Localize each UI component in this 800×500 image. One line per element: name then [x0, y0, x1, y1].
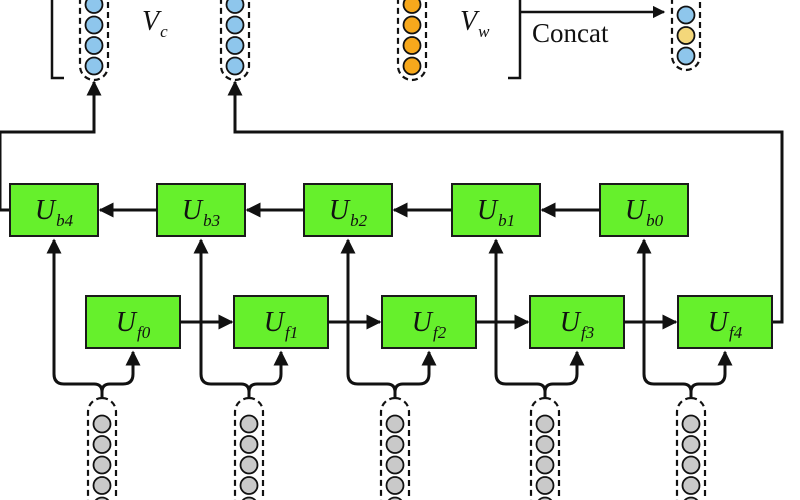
- forward-unit-f0: Uf0: [85, 295, 181, 349]
- svg-text:Vc: Vc: [142, 6, 168, 41]
- ub4-to-vc-wire: [0, 80, 102, 212]
- forward-unit-f1-label: Uf1: [264, 307, 298, 342]
- vector-cell: [84, 56, 104, 76]
- backward-unit-b1-label: Ub1: [477, 195, 515, 230]
- backward-unit-b2-label: Ub2: [329, 195, 368, 230]
- vector-cell: [239, 476, 259, 495]
- vector-cell: [239, 435, 259, 454]
- vector-cell: [387, 496, 403, 500]
- vector-cell: [537, 496, 553, 500]
- vector-cell: [84, 0, 104, 14]
- vector-cell: [225, 36, 245, 55]
- vector-cell: [84, 36, 104, 55]
- backward-unit-b0-label: Ub0: [625, 195, 664, 230]
- vector-cell: [676, 26, 696, 45]
- vector-cell: [402, 36, 422, 55]
- forward-unit-f2-label: Uf2: [412, 307, 447, 342]
- backward-unit-b0: Ub0: [599, 183, 689, 237]
- vw-label: Vw: [460, 6, 490, 41]
- vector-cell: [84, 15, 104, 35]
- vector-cell: [676, 5, 696, 25]
- vector-cell: [385, 476, 405, 495]
- backward-unit-b3-label: Ub3: [182, 195, 220, 230]
- vc-label: Vc: [142, 6, 168, 41]
- input-to-forward-wire: [100, 350, 141, 393]
- vector-cell: [676, 46, 696, 66]
- vector-cell: [535, 476, 555, 495]
- vector-cell: [241, 496, 257, 500]
- input-to-forward-wire: [393, 350, 437, 393]
- input-vector-3: [529, 396, 561, 500]
- vc-vector-left: [78, 0, 110, 82]
- input-to-forward-wire: [689, 350, 733, 393]
- vector-cell: [385, 455, 405, 475]
- vc-vector-right: [219, 0, 251, 82]
- backward-unit-b1: Ub1: [451, 183, 541, 237]
- vector-cell: [94, 496, 110, 500]
- vector-cell: [535, 455, 555, 475]
- input-vector-0: [86, 396, 118, 500]
- backward-unit-b4: Ub4: [9, 183, 99, 237]
- vector-cell: [239, 455, 259, 475]
- vector-cell: [385, 414, 405, 434]
- vector-cell: [681, 414, 701, 434]
- forward-unit-f3: Uf3: [529, 295, 625, 349]
- vector-cell: [92, 435, 112, 454]
- concat-output-vector: [670, 0, 702, 72]
- vector-cell: [681, 476, 701, 495]
- vw-vector: [396, 0, 428, 82]
- vector-cell: [92, 476, 112, 495]
- backward-unit-b3: Ub3: [156, 183, 246, 237]
- vector-cell: [402, 0, 422, 14]
- uf4-to-vc-wire: [227, 80, 784, 324]
- vector-cell: [535, 435, 555, 454]
- input-vector-2: [379, 396, 411, 500]
- vector-cell: [683, 496, 699, 500]
- concat-label: Concat: [532, 18, 609, 48]
- svg-text:Vw: Vw: [460, 6, 490, 41]
- vector-cell: [535, 414, 555, 434]
- vector-cell: [225, 56, 245, 76]
- vector-cell: [681, 435, 701, 454]
- vector-cell: [92, 414, 112, 434]
- vw-group-bracket: [508, 0, 522, 80]
- vector-cell: [681, 455, 701, 475]
- vector-cell: [239, 414, 259, 434]
- vector-cell: [402, 15, 422, 35]
- input-to-forward-wire: [247, 350, 289, 393]
- forward-unit-f0-label: Uf0: [116, 307, 151, 342]
- vector-cell: [225, 15, 245, 35]
- forward-unit-f1: Uf1: [233, 295, 329, 349]
- forward-unit-f2: Uf2: [381, 295, 477, 349]
- vector-cell: [402, 56, 422, 76]
- forward-unit-f3-label: Uf3: [560, 307, 594, 342]
- vector-cell: [225, 0, 245, 14]
- forward-unit-f4: Uf4: [677, 295, 773, 349]
- backward-unit-b4-label: Ub4: [35, 195, 74, 230]
- input-to-forward-wire: [543, 350, 585, 393]
- backward-unit-b2: Ub2: [303, 183, 393, 237]
- forward-unit-f4-label: Uf4: [708, 307, 743, 342]
- input-vector-1: [233, 396, 265, 500]
- vector-cell: [92, 455, 112, 475]
- vector-cell: [385, 435, 405, 454]
- vc-group-bracket: [50, 0, 64, 80]
- input-vector-4: [675, 396, 707, 500]
